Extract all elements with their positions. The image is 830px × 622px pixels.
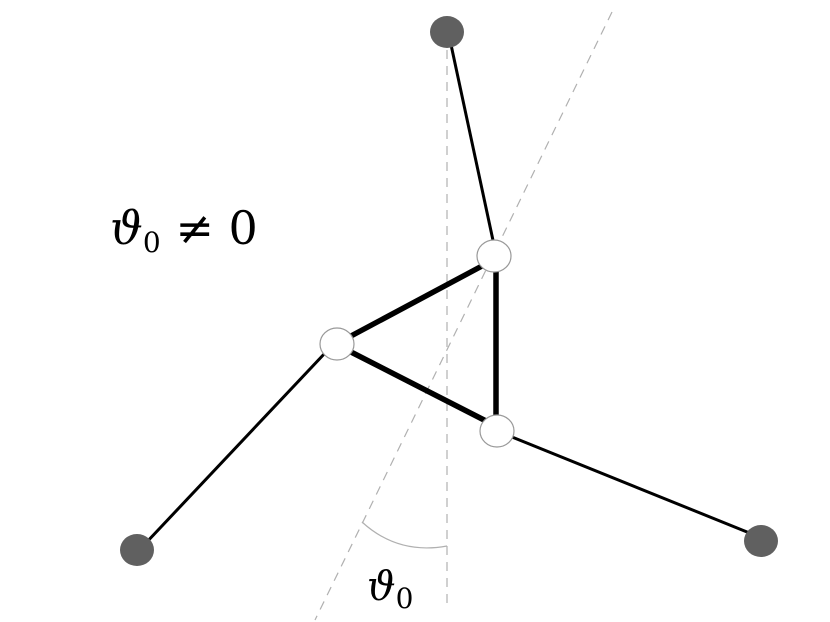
triangle-edge-lower bbox=[349, 349, 490, 425]
angle-label-symbol: ϑ bbox=[367, 564, 396, 610]
edge-left bbox=[142, 350, 328, 547]
main-label-subscript: 0 bbox=[143, 226, 161, 259]
triangle-edge-upper bbox=[349, 263, 484, 339]
main-label: ϑ0 ≠ 0 bbox=[110, 201, 258, 259]
inner-node-bottom bbox=[479, 414, 515, 448]
tilted-dashed-guide bbox=[314, 11, 613, 621]
angle-arc bbox=[361, 521, 448, 549]
outer-node-left bbox=[120, 534, 154, 566]
outer-node-right bbox=[744, 525, 778, 557]
main-label-rest: ≠ 0 bbox=[161, 201, 258, 255]
angle-label: ϑ0 bbox=[367, 564, 413, 615]
inner-node-left bbox=[319, 327, 355, 361]
angle-label-subscript: 0 bbox=[396, 582, 414, 615]
edge-top bbox=[448, 39, 496, 246]
inner-node-top bbox=[476, 239, 512, 273]
outer-node-top bbox=[430, 16, 464, 48]
main-label-symbol: ϑ bbox=[110, 201, 143, 255]
edge-right bbox=[511, 435, 753, 536]
